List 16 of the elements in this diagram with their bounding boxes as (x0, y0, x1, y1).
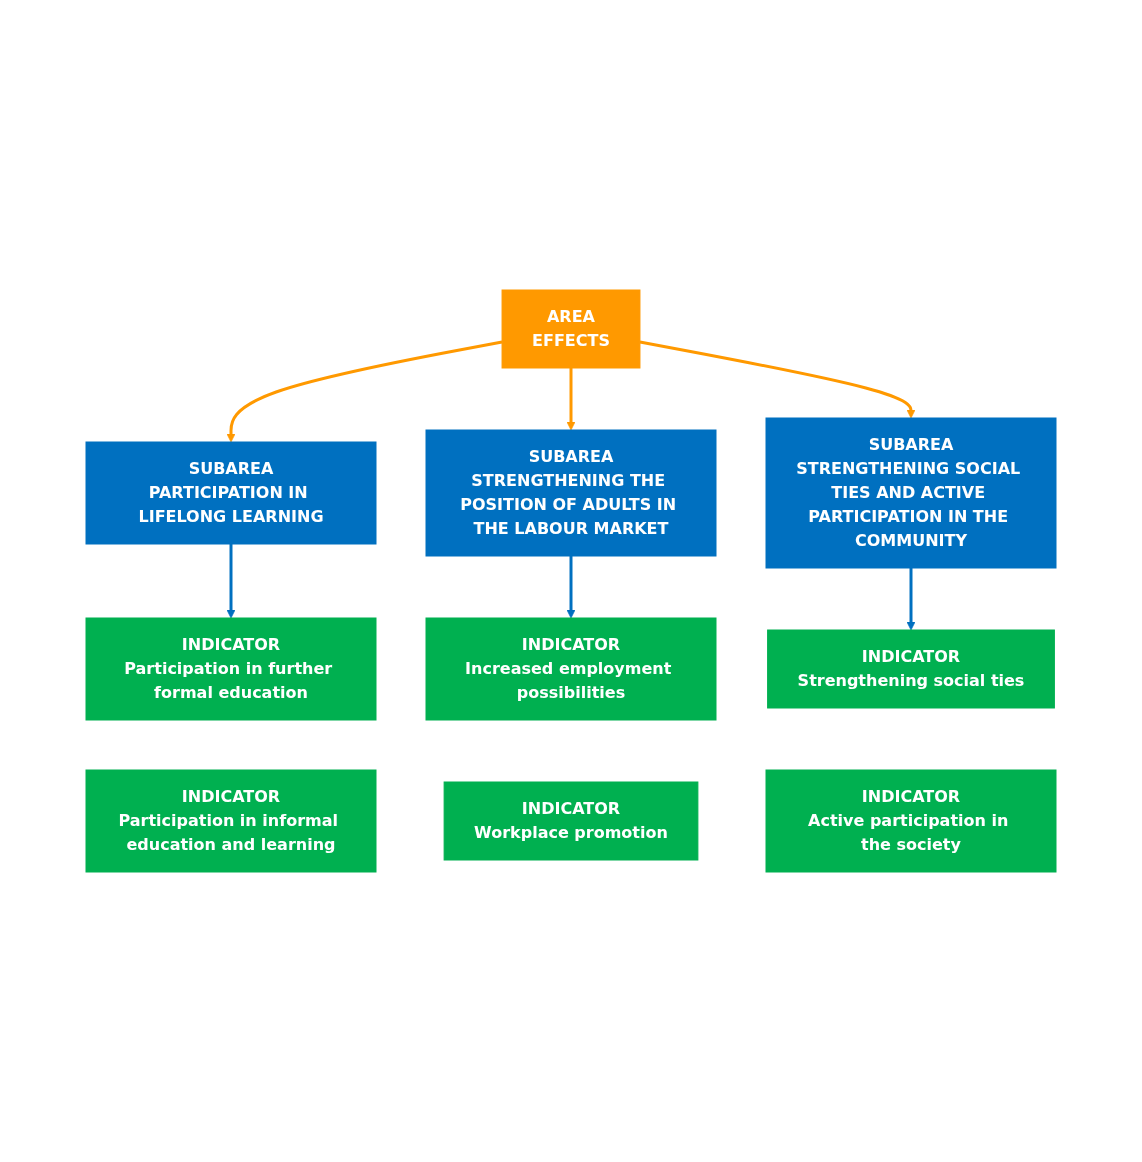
node-box: INDICATOR Active participation in the society (765, 769, 1057, 873)
node-box: SUBAREA STRENGTHENING SOCIAL TIES AND ACTIVE PARTICIPATION IN THE COMMUNITY (765, 417, 1057, 569)
node-box: INDICATOR Participation in informal education and learning (85, 769, 377, 873)
node-box: INDICATOR Strengthening social ties (767, 629, 1055, 709)
arrow (226, 544, 236, 619)
arrow (226, 340, 503, 443)
node-box: INDICATOR Increased employment possibilities (425, 617, 717, 721)
arrow (639, 340, 916, 419)
node-box: AREA EFFECTS (501, 289, 641, 369)
node-box: SUBAREA PARTICIPATION IN LIFELONG LEARNING (85, 441, 377, 545)
arrow (566, 368, 576, 431)
node-box: SUBAREA STRENGTHENING THE POSITION OF ADULTS IN THE LABOUR MARKET (425, 429, 717, 557)
arrow (566, 556, 576, 619)
arrow (906, 568, 916, 631)
node-box: INDICATOR Participation in further formal education (85, 617, 377, 721)
node-box: INDICATOR Workplace promotion (443, 781, 699, 861)
